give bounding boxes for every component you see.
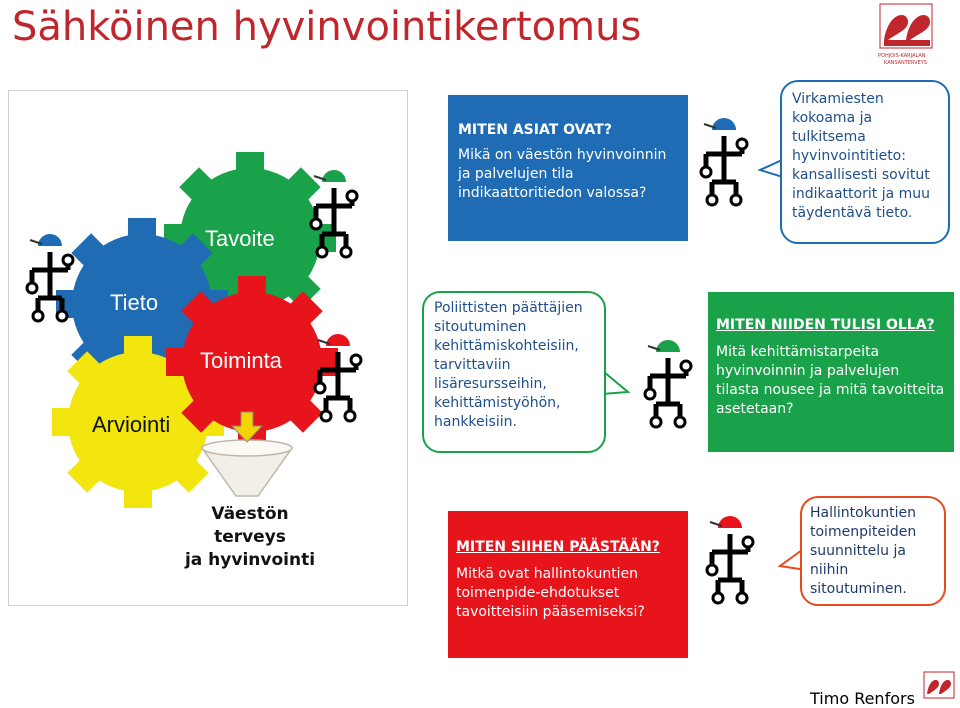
person-icon-blue (701, 118, 747, 205)
gear-caption-line3: ja hyvinvointi (184, 550, 316, 570)
callout-virkamiesten: Virkamiesten kokoama ja tulkitsema hyvin… (780, 80, 950, 244)
page-title: Sähköinen hyvinvointikertomus (12, 4, 642, 50)
person-icon-green (645, 340, 691, 427)
gear-label-tieto: Tieto (110, 290, 158, 315)
logo-small-icon (923, 671, 955, 699)
gear-label-toiminta: Toiminta (200, 348, 283, 373)
box-miten-niiden-tulisi-olla: MITEN NIIDEN TULISI OLLA? Mitä kehittämi… (708, 292, 954, 452)
box-green-heading: MITEN NIIDEN TULISI OLLA? (716, 317, 935, 333)
callout-hallintokuntien: Hallintokuntien toimenpiteiden suunnitte… (800, 496, 946, 606)
person-icon-red (707, 516, 753, 603)
box-red-body: Mitkä ovat hallintokuntien toimenpide-eh… (456, 566, 645, 620)
box-blue-heading: MITEN ASIAT OVAT? (458, 122, 612, 138)
box-red-heading: MITEN SIIHEN PÄÄSTÄÄN? (456, 539, 660, 555)
logo-icon (879, 3, 933, 49)
box-green-body: Mitä kehittämistarpeita hyvinvoinnin ja … (716, 344, 945, 417)
person-icon-tavoite (311, 170, 357, 257)
author-name: Timo Renfors (810, 689, 915, 708)
box-miten-siihen-paastaan: MITEN SIIHEN PÄÄSTÄÄN? Mitkä ovat hallin… (448, 511, 688, 658)
funnel-icon (200, 411, 294, 497)
logo-line1: POHJOIS-KARJALAN (878, 53, 926, 59)
gear-label-tavoite: Tavoite (205, 226, 275, 251)
gear-caption-line2: terveys (214, 527, 286, 547)
callout-poliittisten: Poliittisten päättäjien sitoutuminen keh… (422, 291, 606, 453)
box-blue-body: Mikä on väestön hyvinvoinnin ja palveluj… (458, 147, 667, 201)
gear-caption-line1: Väestön (211, 504, 289, 524)
box-miten-asiat-ovat: MITEN ASIAT OVAT? Mikä on väestön hyvinv… (448, 95, 688, 241)
gear-label-arviointi: Arviointi (92, 412, 170, 437)
logo-line2: KANSANTERVEYS (884, 60, 928, 66)
person-icon-toiminta (315, 334, 361, 421)
person-icon-left (27, 234, 73, 321)
gear-caption: Väestön terveys ja hyvinvointi (150, 503, 350, 572)
